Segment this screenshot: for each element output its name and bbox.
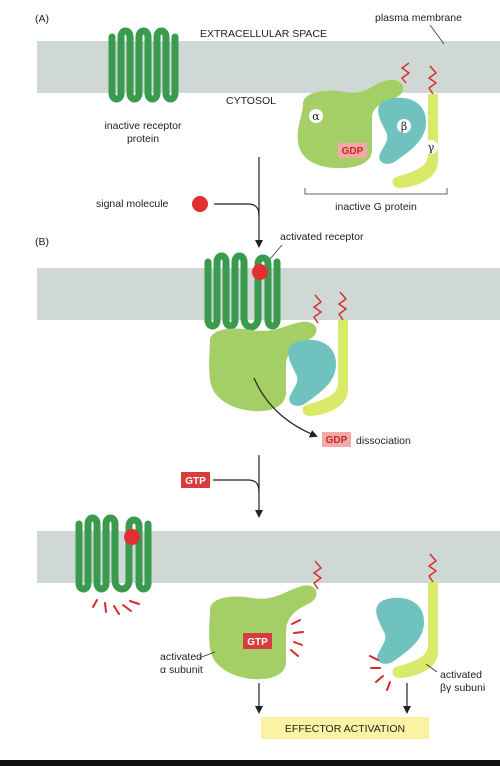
inactive-g-protein: α β γ GDP [297,62,438,188]
gtp-badge-alpha [243,633,272,649]
beta-marker [397,119,411,133]
signal-join-arrow [214,203,260,217]
inactive-g-protein-label: inactive G protein [335,201,417,213]
signal-molecule-label: signal molecule [96,198,169,210]
gdp-badge-inactive-text: GDP [342,146,364,157]
gtp-badge-input-text: GTP [185,476,206,487]
gdp-release-arrow [253,377,318,438]
inactive-receptor [108,27,179,103]
activated-alpha-label-1: activated [160,651,202,663]
activated-receptor-label: activated receptor [280,231,364,243]
gdp-badge-dissociation-text: GDP [326,435,348,446]
gtp-badge-input [181,472,210,488]
plasma-membrane-leader [429,24,445,45]
gtp-badge-alpha-text: GTP [247,637,268,648]
gamma-marker [424,140,438,154]
beta-subunit-bound [288,339,336,406]
signal-molecule [192,196,208,212]
alpha-activity-spikes [290,619,304,657]
gamma-subunit-bound [302,320,348,416]
activated-receptor [204,252,281,331]
activated-betagamma-label-2: βγ subuni [440,682,485,694]
lipid-anchor-alpha-c [312,560,323,590]
effector-activation-label: EFFECTOR ACTIVATION [285,723,405,735]
gamma-subunit-inactive [392,94,438,188]
alpha-symbol: α [312,110,320,123]
gamma-symbol: γ [428,141,435,154]
beta-subunit-active [376,597,424,664]
panel-label-b: (B) [35,236,49,248]
effector-activation-box [261,717,429,739]
panel-label-a: (A) [35,13,49,25]
lipid-anchor-alpha-a [400,62,411,84]
alpha-subunit-active [209,585,317,680]
activated-betagamma-label-1: activated [440,669,482,681]
lipid-anchor-alpha-b [312,294,323,324]
gdp-badge-inactive [338,143,367,158]
alpha-marker [309,109,323,123]
inactive-receptor-label-2: protein [127,133,159,145]
cytosol-label: CYTOSOL [226,95,276,107]
activated-alpha-label-2: α subunit [160,664,203,676]
lipid-anchor-gamma-c [427,553,438,583]
alpha-subunit-inactive [297,79,404,169]
lipid-anchor-gamma-a [427,65,438,95]
receptor-final [75,514,152,593]
activated-alpha-subunit: GTP [209,560,323,680]
g-protein-receptor-bound [209,291,348,416]
receptor-activity-spikes [92,599,140,615]
inactive-g-protein-bracket [304,188,448,195]
dissociation-label: dissociation [356,435,411,447]
gtp-join-arrow [213,479,260,493]
gamma-subunit-active [392,582,438,678]
activated-alpha-leader [198,651,216,659]
alpha-subunit-bound [209,321,317,412]
lipid-anchor-gamma-b [337,291,348,321]
extracellular-space-label: EXTRACELLULAR SPACE [200,28,327,40]
inactive-receptor-label-1: inactive receptor [104,120,182,132]
bound-signal-molecule-final [124,529,140,545]
plasma-membrane-label: plasma membrane [375,12,462,24]
bound-signal-molecule [252,264,268,280]
activated-betagamma-leader [425,663,438,673]
beta-symbol: β [401,120,407,133]
bottom-rule [0,760,500,766]
gdp-badge-dissociation [322,432,351,447]
betagamma-activity-spikes [369,655,391,691]
activated-betagamma-subunit [369,553,438,691]
